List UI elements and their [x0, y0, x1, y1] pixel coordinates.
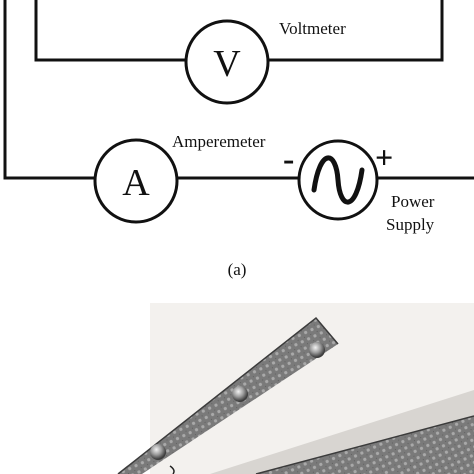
- circuit-wires: [3, 0, 474, 180]
- ammeter-label: Amperemeter: [172, 132, 266, 151]
- voltmeter-circle: [184, 19, 270, 105]
- figure-caption: (a): [228, 260, 247, 279]
- voltmeter: V Voltmeter: [184, 19, 346, 105]
- power-supply-label-line1: Power: [391, 192, 435, 211]
- power-supply-minus-sign: -: [283, 141, 294, 178]
- power-supply: - + Power Supply: [283, 139, 435, 234]
- rivet-middle: [232, 386, 248, 402]
- power-supply-label-line2: Supply: [386, 215, 435, 234]
- ammeter: A Amperemeter: [93, 132, 266, 224]
- voltmeter-label: Voltmeter: [279, 19, 346, 38]
- rivet-top: [309, 342, 325, 358]
- ammeter-symbol: A: [122, 162, 150, 204]
- metal-strip-upper: [117, 316, 339, 474]
- voltmeter-symbol: V: [213, 43, 241, 85]
- rivet-bottom: [150, 444, 166, 460]
- wire-lead: [169, 465, 175, 474]
- power-supply-plus-sign: +: [375, 139, 393, 175]
- sample-photo: [117, 303, 474, 474]
- outer-loop-wire: [3, 0, 474, 180]
- metal-strip-lower: [255, 415, 474, 474]
- voltmeter-inner-loop: [34, 0, 444, 62]
- ac-sine-icon: [311, 155, 365, 205]
- ammeter-circle: [93, 138, 179, 224]
